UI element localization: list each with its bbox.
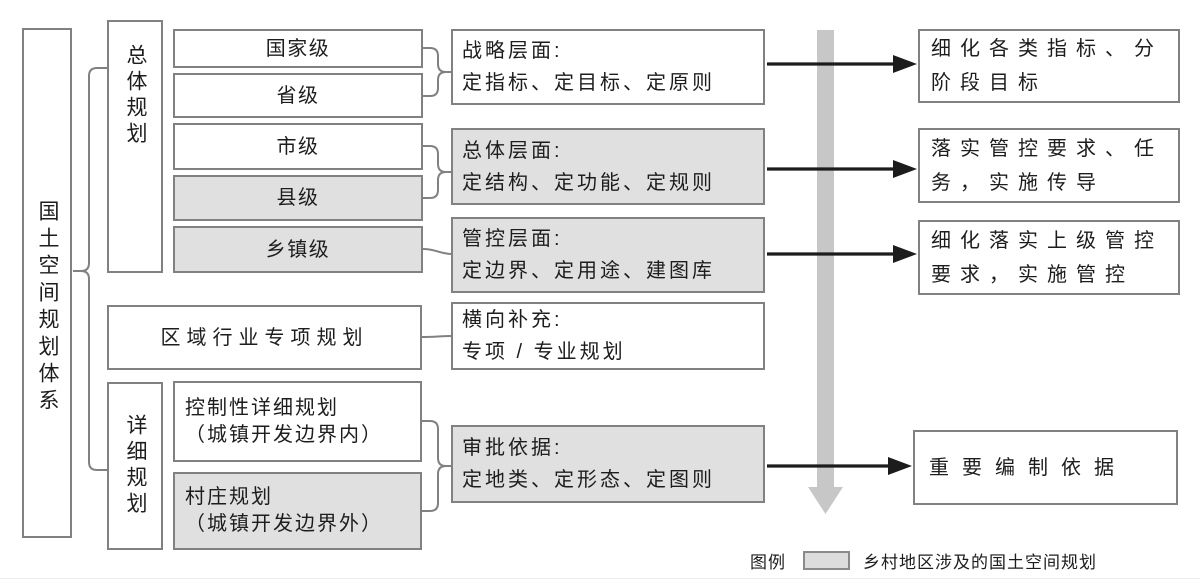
group-detailed-label: 详细规划 xyxy=(124,414,147,518)
outcome-box-implement-transmit: 落实管控要求、任 务，实施传导 xyxy=(918,128,1180,203)
level-box-township: 乡镇级 xyxy=(173,226,423,273)
layer-box-control: 管控层面: 定边界、定用途、建图库 xyxy=(451,217,765,293)
gray-flow-arrow xyxy=(808,30,843,514)
line-regional-horizontal xyxy=(421,335,453,338)
legend: 图例 乡村地区涉及的国土空间规划 xyxy=(750,549,1097,572)
black-arrow-overall xyxy=(767,160,917,178)
layer-box-approval: 审批依据: 定地类、定形态、定图则 xyxy=(451,425,765,503)
group-box-detailed-planning: 详细规划 xyxy=(107,382,163,550)
level-box-national: 国家级 xyxy=(173,29,423,68)
legend-title: 图例 xyxy=(750,552,786,572)
regulatory-detailed-plan-box: 控制性详细规划 （城镇开发边界内） xyxy=(173,381,422,462)
group-overall-label: 总体规划 xyxy=(124,44,147,148)
brace-municipal-county xyxy=(423,145,452,199)
legend-item-label: 乡村地区涉及的国土空间规划 xyxy=(863,552,1097,572)
root-box-planning-system: 国土空间规划体系 xyxy=(22,28,72,538)
black-arrow-approval xyxy=(767,457,912,475)
brace-root xyxy=(73,67,107,471)
layer-box-overall: 总体层面: 定结构、定功能、定规则 xyxy=(451,128,765,205)
bottom-rule xyxy=(0,578,1200,579)
root-label: 国土空间规划体系 xyxy=(36,200,59,416)
outcome-box-refine-targets: 细化各类指标、分 阶段目标 xyxy=(918,29,1180,103)
group-box-overall-planning: 总体规划 xyxy=(107,20,163,273)
legend-gray-swatch xyxy=(803,550,850,570)
brace-national-provincial xyxy=(423,47,452,97)
layer-box-strategic: 战略层面: 定指标、定目标、定原则 xyxy=(451,29,765,105)
outcome-box-refine-control: 细化落实上级管控 要求，实施管控 xyxy=(918,220,1180,295)
regional-special-planning-box: 区域行业专项规划 xyxy=(107,305,422,370)
level-box-municipal: 市级 xyxy=(173,123,423,170)
black-arrow-control xyxy=(767,245,917,263)
layer-box-horizontal: 横向补充: 专项 / 专业规划 xyxy=(451,302,765,370)
brace-detailed-plans xyxy=(422,420,452,512)
black-arrow-strategic xyxy=(767,55,917,73)
line-township-control xyxy=(422,248,453,255)
level-box-provincial: 省级 xyxy=(173,73,423,118)
outcome-box-compilation-basis: 重要编制依据 xyxy=(913,430,1178,505)
level-box-county: 县级 xyxy=(173,175,423,221)
village-plan-box: 村庄规划 （城镇开发边界外） xyxy=(173,472,422,550)
